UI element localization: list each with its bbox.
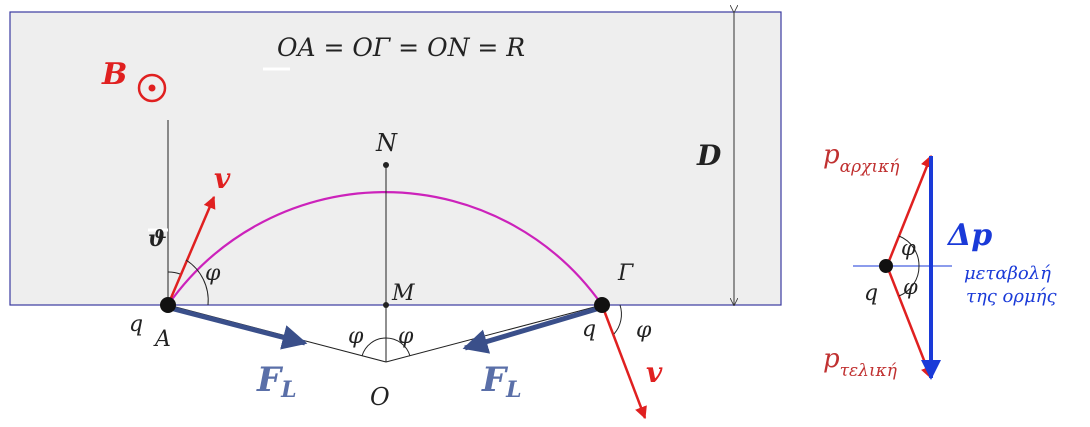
phi-arc-Gamma: [613, 304, 622, 335]
charge-label-A: q: [129, 312, 143, 337]
phi-label-Gamma: φ: [636, 318, 652, 343]
delta-p-label: Δp: [946, 218, 992, 253]
momentum-charge-label: q: [864, 281, 878, 306]
force-arrow-Gamma: [462, 305, 601, 354]
charge-label-Gamma: q: [582, 317, 596, 342]
change-label-line2: της ορμής: [966, 286, 1057, 307]
theta-arc: [167, 271, 181, 275]
point-Gamma-label: Γ: [617, 261, 634, 286]
phi-arc-lower: [898, 265, 920, 297]
theta-label: ϑ: [148, 226, 167, 252]
change-label-line1: μεταβολή: [964, 263, 1051, 284]
momentum-phi-lower: φ: [903, 275, 918, 299]
force-label-Gamma: FL: [481, 360, 522, 403]
velocity-label-Gamma: v: [646, 356, 663, 389]
phi-arc-upper: [898, 235, 920, 267]
p-initial-arrow: [885, 154, 933, 267]
charge-dot-Gamma: [594, 297, 610, 313]
width-label: D: [696, 139, 722, 172]
phi-label-O-right: φ: [398, 324, 414, 349]
point-N-dot: [383, 162, 389, 168]
field-label: B: [101, 57, 127, 92]
force-label-A: FL: [256, 360, 297, 403]
point-N-label: N: [375, 129, 398, 157]
p-initial-label: pαρχική: [823, 140, 900, 177]
radius-OGamma: [385, 304, 603, 363]
velocity-label-A: v: [214, 162, 231, 195]
point-M-label: M: [391, 281, 415, 306]
trajectory-arc: [167, 191, 603, 306]
point-O-label: O: [370, 383, 390, 411]
p-final-label: pτελική: [823, 344, 898, 381]
field-region: [9, 11, 782, 306]
velocity-arrow-A: [166, 195, 216, 306]
phi-label-A: φ: [205, 261, 221, 286]
momentum-phi-upper: φ: [901, 236, 916, 260]
velocity-arrow-Gamma: [600, 304, 647, 420]
phi-arc-A: [185, 259, 209, 306]
field-dot-icon: [148, 84, 156, 92]
force-arrow-A: [169, 305, 308, 350]
phi-label-O-left: φ: [348, 324, 364, 349]
field-out-of-page-icon: [137, 73, 167, 103]
point-M-dot: [383, 302, 389, 308]
radius-equation: OA = OΓ = ON = R: [277, 33, 525, 62]
momentum-charge-dot: [879, 259, 893, 273]
p-final-arrow: [885, 265, 933, 380]
charge-dot-A: [160, 297, 176, 313]
point-A-label: A: [153, 327, 171, 352]
phi-arc-O: [361, 337, 411, 357]
